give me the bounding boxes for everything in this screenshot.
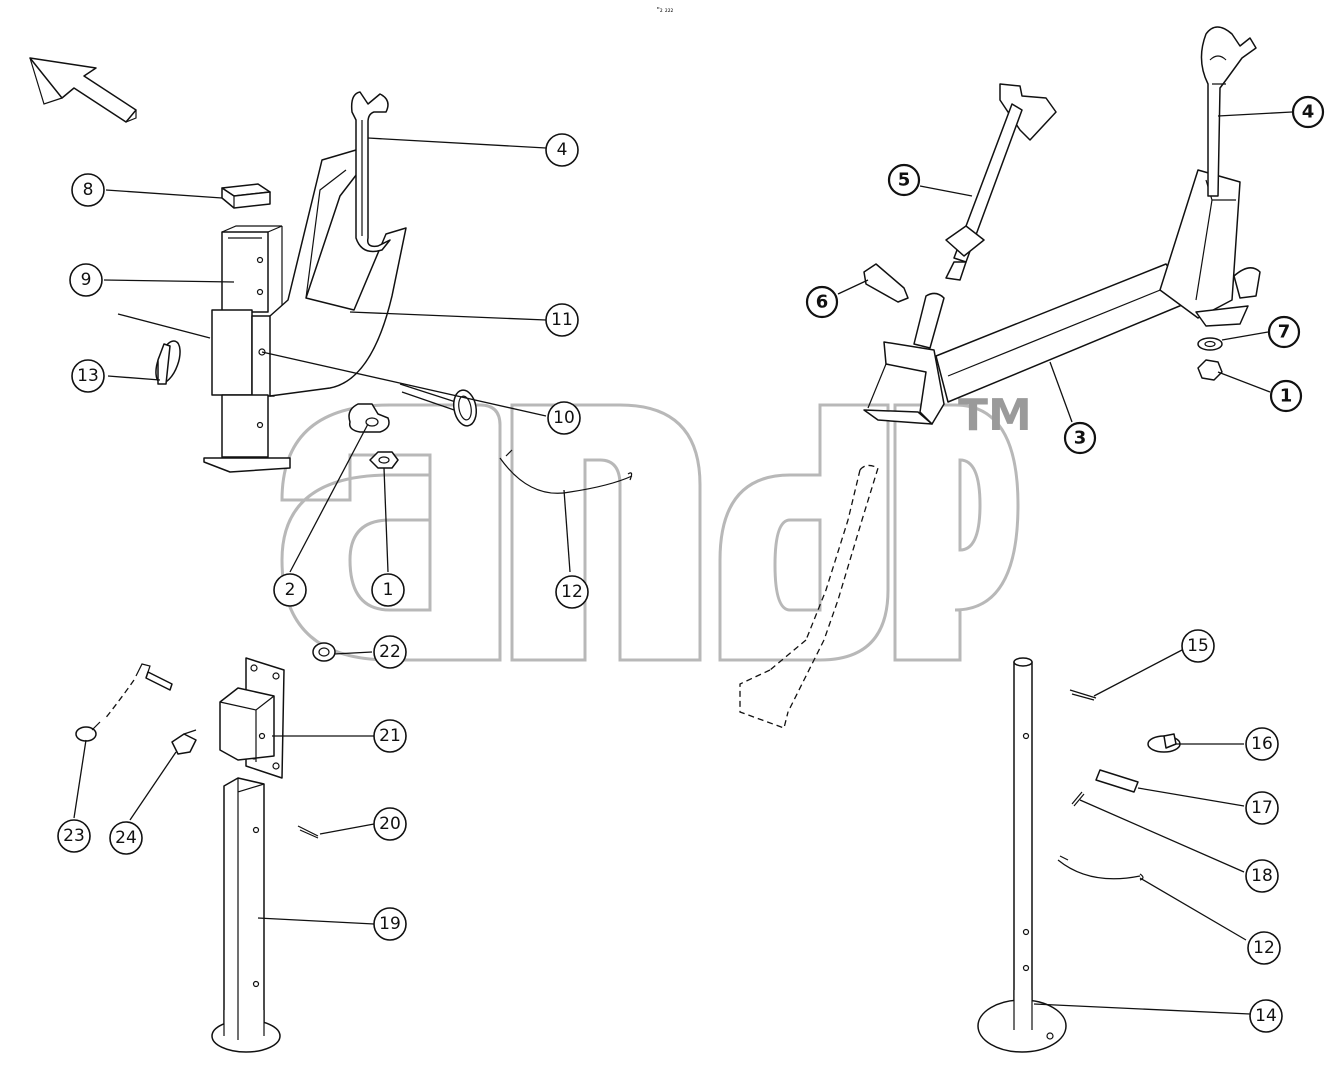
- svg-text:15: 15: [1187, 636, 1209, 656]
- left-jack-assembly: [203, 91, 407, 473]
- callout-17: 17: [1245, 791, 1279, 825]
- callout-24: 24: [109, 821, 143, 855]
- callout-22: 22: [373, 635, 407, 669]
- nut-22: [312, 642, 336, 662]
- pin-17: [1095, 769, 1139, 793]
- svg-text:24: 24: [115, 828, 137, 848]
- svg-text:23: 23: [63, 826, 85, 846]
- callout-18: 18: [1245, 859, 1279, 893]
- callout-10: 10: [547, 401, 581, 435]
- washer-7: [1197, 337, 1223, 351]
- callout-4-right: 4: [1291, 95, 1325, 129]
- svg-text:14: 14: [1255, 1006, 1277, 1026]
- socket-21: [219, 657, 285, 779]
- hex-nut-1-right: [1197, 359, 1223, 381]
- callout-19: 19: [373, 907, 407, 941]
- callout-11: 11: [545, 303, 579, 337]
- svg-text:2: 2: [285, 580, 296, 600]
- post-14: [977, 657, 1067, 1053]
- callout-5: 5: [887, 163, 921, 197]
- svg-text:21: 21: [379, 726, 401, 746]
- svg-text:7: 7: [1278, 322, 1291, 343]
- callout-21: 21: [373, 719, 407, 753]
- direction-arrow-icon: [29, 57, 137, 123]
- cotter-pin-15: [1069, 689, 1097, 701]
- header-caption: "₂ ₂₂₂: [657, 6, 674, 14]
- watermark-logo: TM: [280, 390, 1032, 662]
- callout-12-right: 12: [1247, 931, 1281, 965]
- callout-6: 6: [805, 285, 839, 319]
- svg-text:11: 11: [551, 310, 573, 330]
- post-19: [211, 777, 281, 1053]
- callout-12: 12: [555, 575, 589, 609]
- callout-1-right: 1: [1269, 379, 1303, 413]
- svg-text:5: 5: [898, 170, 911, 191]
- wing-nut-2: [348, 403, 390, 433]
- callout-16: 16: [1245, 727, 1279, 761]
- svg-text:17: 17: [1251, 798, 1273, 818]
- callout-2: 2: [273, 573, 307, 607]
- svg-text:1: 1: [383, 580, 394, 600]
- lynch-pin-16: [1147, 733, 1181, 753]
- callout-13: 13: [71, 359, 105, 393]
- callout-15: 15: [1181, 629, 1215, 663]
- svg-text:19: 19: [379, 914, 401, 934]
- hex-nut-1: [369, 451, 399, 469]
- svg-text:12: 12: [1253, 938, 1275, 958]
- callout-23: 23: [57, 819, 91, 853]
- callout-3: 3: [1063, 421, 1097, 455]
- callout-8: 8: [71, 173, 105, 207]
- leader-lines: [73, 111, 1293, 1015]
- svg-text:13: 13: [77, 366, 99, 386]
- callout-14: 14: [1249, 999, 1283, 1033]
- bolt-24: [171, 729, 197, 755]
- pin-chain-23: [75, 663, 173, 742]
- svg-text:8: 8: [83, 180, 94, 200]
- svg-text:4: 4: [557, 140, 568, 160]
- callout-7: 7: [1267, 315, 1301, 349]
- svg-text:1: 1: [1280, 386, 1293, 407]
- lynch-pin-13: [155, 340, 181, 385]
- svg-text:6: 6: [816, 292, 829, 313]
- svg-text:4: 4: [1302, 102, 1315, 123]
- svg-text:22: 22: [379, 642, 401, 662]
- chain-12-right: [1057, 859, 1141, 880]
- svg-text:20: 20: [379, 814, 401, 834]
- callout-1: 1: [371, 573, 405, 607]
- trademark-symbol: TM: [958, 390, 1032, 441]
- cotter-pin-20: [297, 825, 319, 839]
- chain-12: [499, 457, 633, 494]
- pin-18: [1071, 791, 1085, 807]
- right-frame-assembly: [739, 26, 1261, 729]
- svg-text:12: 12: [561, 582, 583, 602]
- callout-20: 20: [373, 807, 407, 841]
- svg-text:9: 9: [81, 270, 92, 290]
- callout-9: 9: [69, 263, 103, 297]
- svg-text:18: 18: [1251, 866, 1273, 886]
- hitch-pin-6: [863, 263, 909, 303]
- svg-text:16: 16: [1251, 734, 1273, 754]
- callout-4: 4: [545, 133, 579, 167]
- svg-text:3: 3: [1074, 428, 1087, 449]
- svg-text:10: 10: [553, 408, 575, 428]
